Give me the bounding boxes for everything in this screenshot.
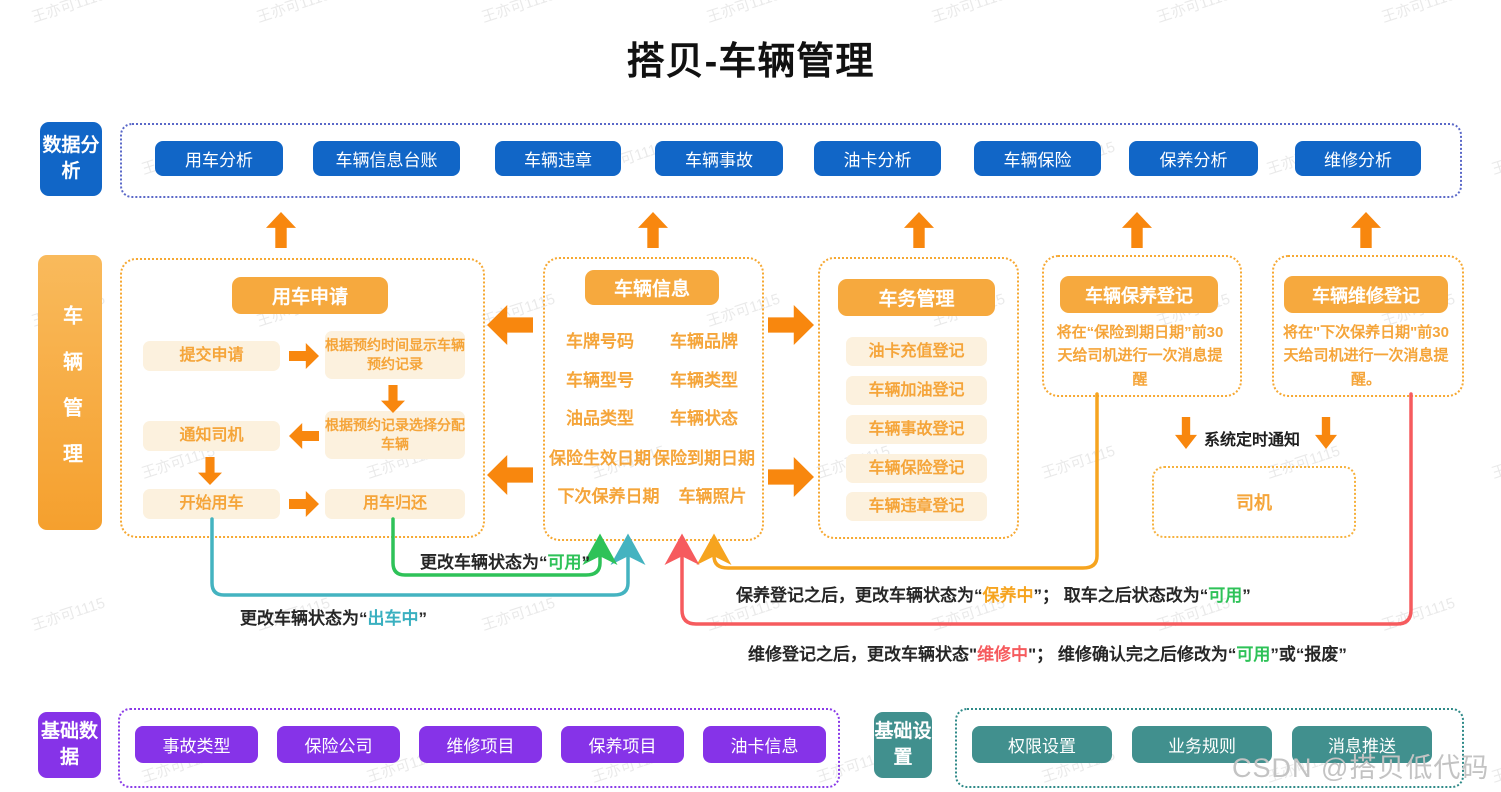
up-arrow-icon xyxy=(1351,212,1381,248)
down-arrow-icon xyxy=(1175,417,1197,449)
system-notify-label: 系统定时通知 xyxy=(1204,432,1301,449)
module-insurance: 车辆保险 xyxy=(974,141,1101,176)
sidebar-label-base-settings: 基础设置 xyxy=(874,712,932,778)
watermark-text: 王亦可1115 xyxy=(929,0,1008,27)
module-fuelcard-analysis: 油卡分析 xyxy=(814,141,941,176)
repair-reg-note: 将在"下次保养日期"前30天给司机进行一次消息提醒。 xyxy=(1283,324,1449,388)
vehicle-info-header: 车辆信息 xyxy=(585,270,719,305)
watermark-text: 王亦可1115 xyxy=(1489,746,1501,787)
module-maintenance-analysis: 保养分析 xyxy=(1129,141,1258,176)
base-fuelcard-info: 油卡信息 xyxy=(703,726,826,763)
module-repair-analysis: 维修分析 xyxy=(1295,141,1421,176)
item-accident-reg: 车辆事故登记 xyxy=(846,415,987,444)
watermark-text: 王亦可1115 xyxy=(1379,0,1458,27)
sidebar-label-base-data: 基础数据 xyxy=(38,712,101,778)
note-status-available: 更改车辆状态为“可用” xyxy=(420,553,590,572)
watermark-text: 王亦可1115 xyxy=(1489,138,1501,179)
watermark-text: 王亦可1115 xyxy=(1489,442,1501,483)
right-arrow-icon xyxy=(768,305,814,345)
up-arrow-icon xyxy=(1122,212,1152,248)
item-refuel-reg: 车辆加油登记 xyxy=(846,376,987,405)
up-arrow-icon xyxy=(638,212,668,248)
base-accident-type: 事故类型 xyxy=(135,726,258,763)
module-violation: 车辆违章 xyxy=(495,141,621,176)
left-arrow-icon xyxy=(487,305,533,345)
usage-request-header: 用车申请 xyxy=(232,277,388,314)
driver-box: 司机 xyxy=(1152,466,1356,538)
field-plate-number: 车牌号码 xyxy=(566,332,634,351)
right-arrow-icon xyxy=(768,457,814,497)
maintenance-reg-note: 将在“保险到期日期”前30天给司机进行一次消息提醒 xyxy=(1056,324,1224,388)
step-notify-driver: 通知司机 xyxy=(143,421,280,451)
base-repair-item: 维修项目 xyxy=(419,726,542,763)
item-fuelcard-recharge: 油卡充值登记 xyxy=(846,337,987,366)
item-insurance-reg: 车辆保险登记 xyxy=(846,454,987,483)
step-return-vehicle: 用车归还 xyxy=(325,489,465,519)
setting-business-rules: 业务规则 xyxy=(1132,726,1272,763)
watermark-text: 王亦可1115 xyxy=(1379,594,1458,635)
module-usage-analysis: 用车分析 xyxy=(155,141,283,176)
base-data-container xyxy=(118,708,840,788)
field-vehicle-brand: 车辆品牌 xyxy=(670,332,738,351)
down-arrow-icon xyxy=(1315,417,1337,449)
note-status-repair: 维修登记之后，更改车辆状态"维修中"； 维修确认完之后修改为“可用”或“报废” xyxy=(748,645,1347,664)
item-violation-reg: 车辆违章登记 xyxy=(846,492,987,521)
up-arrow-icon xyxy=(904,212,934,248)
repair-reg-header: 车辆维修登记 xyxy=(1284,276,1448,313)
page-title: 搭贝-车辆管理 xyxy=(626,41,875,83)
base-insurance-company: 保险公司 xyxy=(277,726,400,763)
up-arrow-icon xyxy=(266,212,296,248)
note-status-maintenance: 保养登记之后，更改车辆状态为“保养中”； 取车之后状态改为“可用” xyxy=(736,586,1251,605)
setting-permissions: 权限设置 xyxy=(972,726,1112,763)
field-fuel-type: 油品类型 xyxy=(566,409,634,428)
step-submit-request: 提交申请 xyxy=(143,341,280,371)
step-show-reservation-records: 根据预约时间显示车辆预约记录 xyxy=(325,331,465,379)
field-vehicle-model: 车辆型号 xyxy=(566,371,634,390)
csdn-watermark: CSDN @搭贝低代码 xyxy=(1232,753,1490,783)
note-status-in-use: 更改车辆状态为“出车中” xyxy=(240,609,427,628)
module-vehicle-ledger: 车辆信息台账 xyxy=(313,141,460,176)
watermark-text: 王亦可1115 xyxy=(1039,442,1118,483)
base-settings-container xyxy=(955,708,1464,788)
watermark-text: 王亦可1115 xyxy=(254,0,333,27)
watermark-text: 王亦可1115 xyxy=(29,0,108,27)
watermark-text: 王亦可1115 xyxy=(704,0,783,27)
sidebar-label-vehicle-mgmt: 车辆管理 xyxy=(38,255,102,530)
setting-message-push: 消息推送 xyxy=(1292,726,1432,763)
watermark-text: 王亦可1115 xyxy=(1154,0,1233,27)
base-maintenance-item: 保养项目 xyxy=(561,726,684,763)
sidebar-label-data-analysis: 数据分析 xyxy=(40,122,102,196)
field-next-maintenance: 下次保养日期 xyxy=(557,487,660,506)
field-vehicle-status: 车辆状态 xyxy=(670,409,738,428)
vehicle-service-header: 车务管理 xyxy=(838,279,995,316)
step-start-use: 开始用车 xyxy=(143,489,280,519)
left-arrow-icon xyxy=(487,455,533,495)
field-vehicle-type: 车辆类型 xyxy=(670,371,738,390)
field-insurance-start: 保险生效日期 xyxy=(549,449,651,468)
watermark-text: 王亦可1115 xyxy=(29,594,108,635)
vehicle-mgmt-label-text: 车辆管理 xyxy=(59,304,82,489)
maintenance-reg-header: 车辆保养登记 xyxy=(1060,276,1218,313)
step-assign-vehicle: 根据预约记录选择分配车辆 xyxy=(325,411,465,459)
watermark-text: 王亦可1115 xyxy=(479,594,558,635)
watermark-text: 王亦可1115 xyxy=(479,0,558,27)
data-analysis-container xyxy=(120,123,1462,198)
module-accident: 车辆事故 xyxy=(655,141,783,176)
field-vehicle-photo: 车辆照片 xyxy=(678,487,747,506)
field-insurance-expire: 保险到期日期 xyxy=(653,449,755,468)
